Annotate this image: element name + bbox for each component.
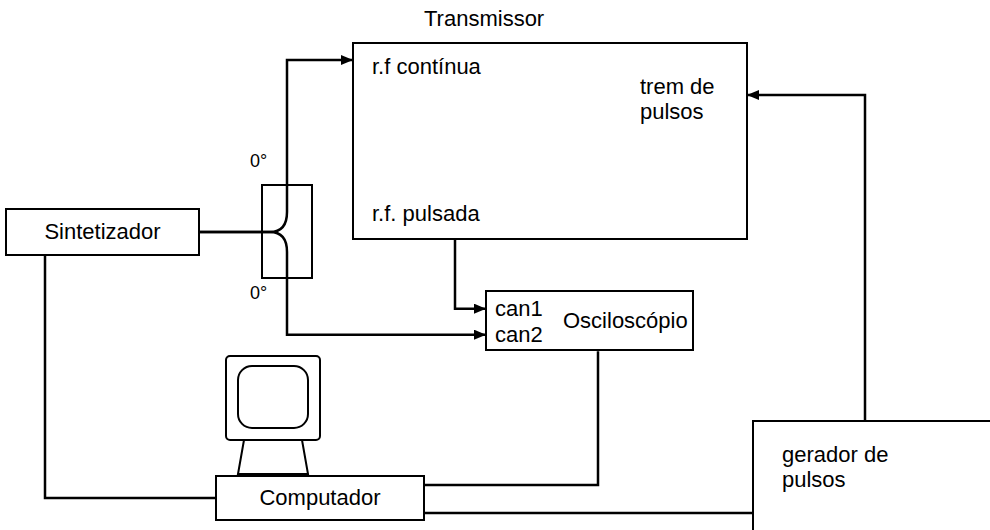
- port-label: r.f. pulsada: [372, 201, 480, 226]
- monitor-icon: [226, 356, 320, 474]
- computer-box: Computador: [215, 475, 425, 521]
- box-heading: Transmissor: [424, 6, 544, 31]
- box-label: Computador: [259, 485, 380, 510]
- channel-label: can2: [495, 322, 543, 347]
- signal-line: [45, 256, 215, 498]
- box-label: gerador de pulsos: [782, 442, 902, 493]
- box-label: Osciloscópio: [563, 308, 688, 333]
- signal-line: [200, 60, 352, 232]
- channel-label: can1: [495, 296, 543, 321]
- transmitter-box: Transmissorr.f contínuatrem de pulsosr.f…: [352, 42, 748, 240]
- port-label: r.f contínua: [372, 54, 481, 79]
- signal-line: [200, 232, 485, 335]
- port-label: trem de pulsos: [640, 74, 736, 125]
- oscilloscope-box: can1can2 Osciloscópio: [485, 290, 694, 351]
- signal-line: [425, 512, 752, 515]
- phase-label: 0°: [250, 152, 267, 170]
- pulse-generator-box: gerador de pulsos: [752, 420, 990, 530]
- synthesizer-box: Sintetizador: [5, 208, 200, 256]
- signal-line: [425, 351, 598, 485]
- box-label: Sintetizador: [44, 219, 160, 244]
- signal-line: [748, 95, 865, 420]
- phase-label: 0°: [250, 284, 267, 302]
- signal-line: [455, 240, 485, 309]
